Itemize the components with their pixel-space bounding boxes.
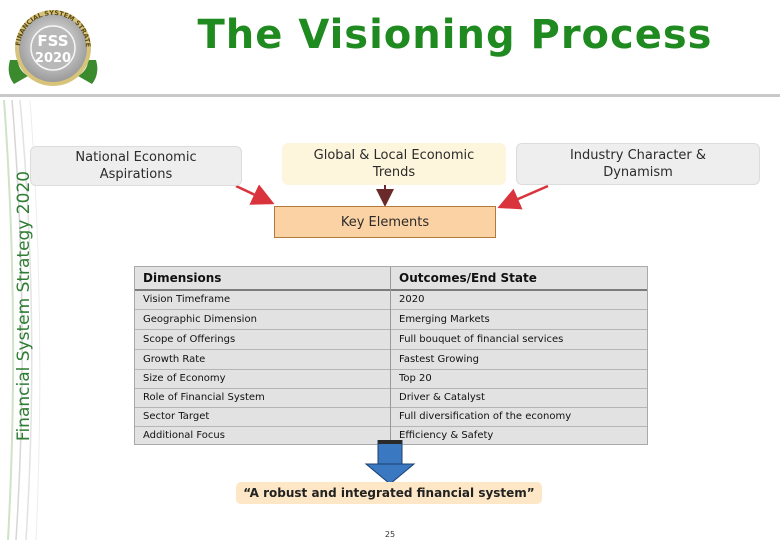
input-global-label: Global & Local Economic Trends (313, 148, 475, 180)
page-number: 25 (384, 530, 396, 539)
table-cell-dimension: Sector Target (135, 407, 391, 426)
table-row: Geographic Dimension Emerging Markets (135, 309, 647, 330)
table-header-outcomes: Outcomes/End State (399, 271, 537, 285)
vision-statement-text: “A robust and integrated financial syste… (243, 486, 535, 500)
fss-2020-logo: FINANCIAL SYSTEM STRATEGY 2020 FSS 2020 (4, 4, 98, 86)
down-arrow-icon (364, 440, 416, 485)
table-cell-dimension: Growth Rate (135, 349, 391, 369)
page-title: The Visioning Process (197, 12, 713, 58)
vision-statement-box: “A robust and integrated financial syste… (236, 482, 542, 504)
table-row: Additional Focus Efficiency & Safety (135, 426, 647, 444)
table-row: Sector Target Full diversification of th… (135, 407, 647, 427)
input-national-label: National Economic Aspirations (75, 150, 197, 182)
table-cell-outcome: 2020 (399, 293, 425, 305)
table-row: Size of Economy Top 20 (135, 369, 647, 389)
table-cell-dimension: Scope of Offerings (135, 329, 391, 349)
table-row: Role of Financial System Driver & Cataly… (135, 388, 647, 408)
table-row: Scope of Offerings Full bouquet of finan… (135, 329, 647, 350)
arrow-industry-to-key (497, 184, 549, 210)
table-cell-outcome: Driver & Catalyst (399, 392, 485, 403)
table-cell-dimension: Geographic Dimension (135, 309, 391, 329)
logo-line2: 2020 (35, 51, 71, 66)
key-elements-label: Key Elements (340, 214, 430, 230)
key-elements-box: Key Elements (274, 206, 496, 238)
table-cell-dimension: Role of Financial System (135, 388, 391, 407)
header-divider (0, 94, 780, 97)
table-cell-dimension: Size of Economy (135, 369, 391, 388)
input-national-economic-aspirations: National Economic Aspirations (30, 146, 242, 186)
table-cell-dimension: Vision Timeframe (135, 289, 391, 309)
table-cell-outcome: Full diversification of the economy (399, 411, 572, 422)
table-header-dimensions: Dimensions (135, 267, 391, 289)
input-industry-label: Industry Character & Dynamism (569, 148, 707, 180)
dimensions-table: Dimensions Outcomes/End State Vision Tim… (134, 266, 648, 445)
table-cell-dimension: Additional Focus (135, 426, 391, 444)
table-cell-outcome: Emerging Markets (399, 313, 490, 325)
table-cell-outcome: Fastest Growing (399, 353, 479, 365)
table-cell-outcome: Full bouquet of financial services (399, 333, 564, 345)
table-cell-outcome: Top 20 (399, 373, 432, 384)
input-global-local-trends: Global & Local Economic Trends (282, 143, 506, 185)
input-industry-character: Industry Character & Dynamism (516, 143, 760, 185)
table-header-row: Dimensions Outcomes/End State (135, 267, 647, 291)
table-row: Vision Timeframe 2020 (135, 289, 647, 310)
table-cell-outcome: Efficiency & Safety (399, 429, 494, 441)
logo-line1: FSS (37, 32, 68, 50)
arrow-national-to-key (235, 184, 275, 205)
table-row: Growth Rate Fastest Growing (135, 349, 647, 370)
